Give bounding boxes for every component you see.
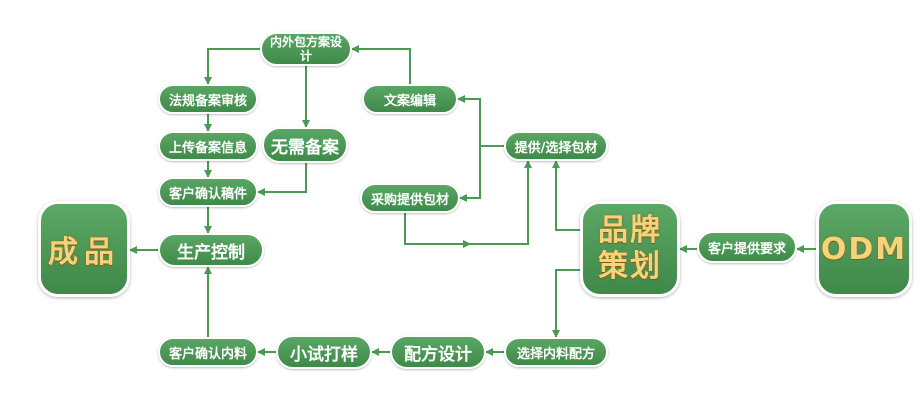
provide-select-packaging-node: 提供/选择包材 — [504, 131, 608, 161]
customer-confirm-ingredients-node: 客户确认内料 — [158, 337, 258, 367]
small-trial-sample-node: 小试打样 — [276, 335, 372, 369]
packaging-design-node: 内外包方案设计 — [260, 32, 352, 66]
arrow-brand-to-formula — [552, 269, 580, 338]
select-ingredient-formula-node: 选择内料配方 — [504, 337, 608, 367]
arrow-brand-to-packaging — [552, 160, 580, 231]
odm-node: ODM — [816, 201, 912, 297]
brand-planning-node: 品牌策划 — [580, 201, 680, 297]
arrow-packaging-to-copywriting — [457, 95, 504, 147]
upload-filing-info-node: 上传备案信息 — [158, 131, 258, 161]
customer-confirm-draft-node: 客户确认稿件 — [158, 177, 258, 207]
no-filing-needed-node: 无需备案 — [262, 127, 348, 163]
arrow-design-to-regulation — [204, 48, 260, 85]
purchase-provide-packaging-node: 采购提供包材 — [360, 183, 460, 213]
arrow-packaging-to-purchase — [459, 145, 504, 202]
copywriting-node: 文案编辑 — [362, 84, 458, 114]
customer-requirements-node: 客户提供要求 — [697, 231, 797, 263]
regulation-review-node: 法规备案审核 — [158, 84, 258, 114]
arrow-no-filing-to-confirm — [257, 163, 307, 196]
finished-product-node: 成品 — [38, 201, 130, 297]
production-control-node: 生产控制 — [158, 233, 264, 267]
arrow-copywriting-to-design — [351, 45, 411, 84]
formula-design-node: 配方设计 — [390, 335, 486, 369]
